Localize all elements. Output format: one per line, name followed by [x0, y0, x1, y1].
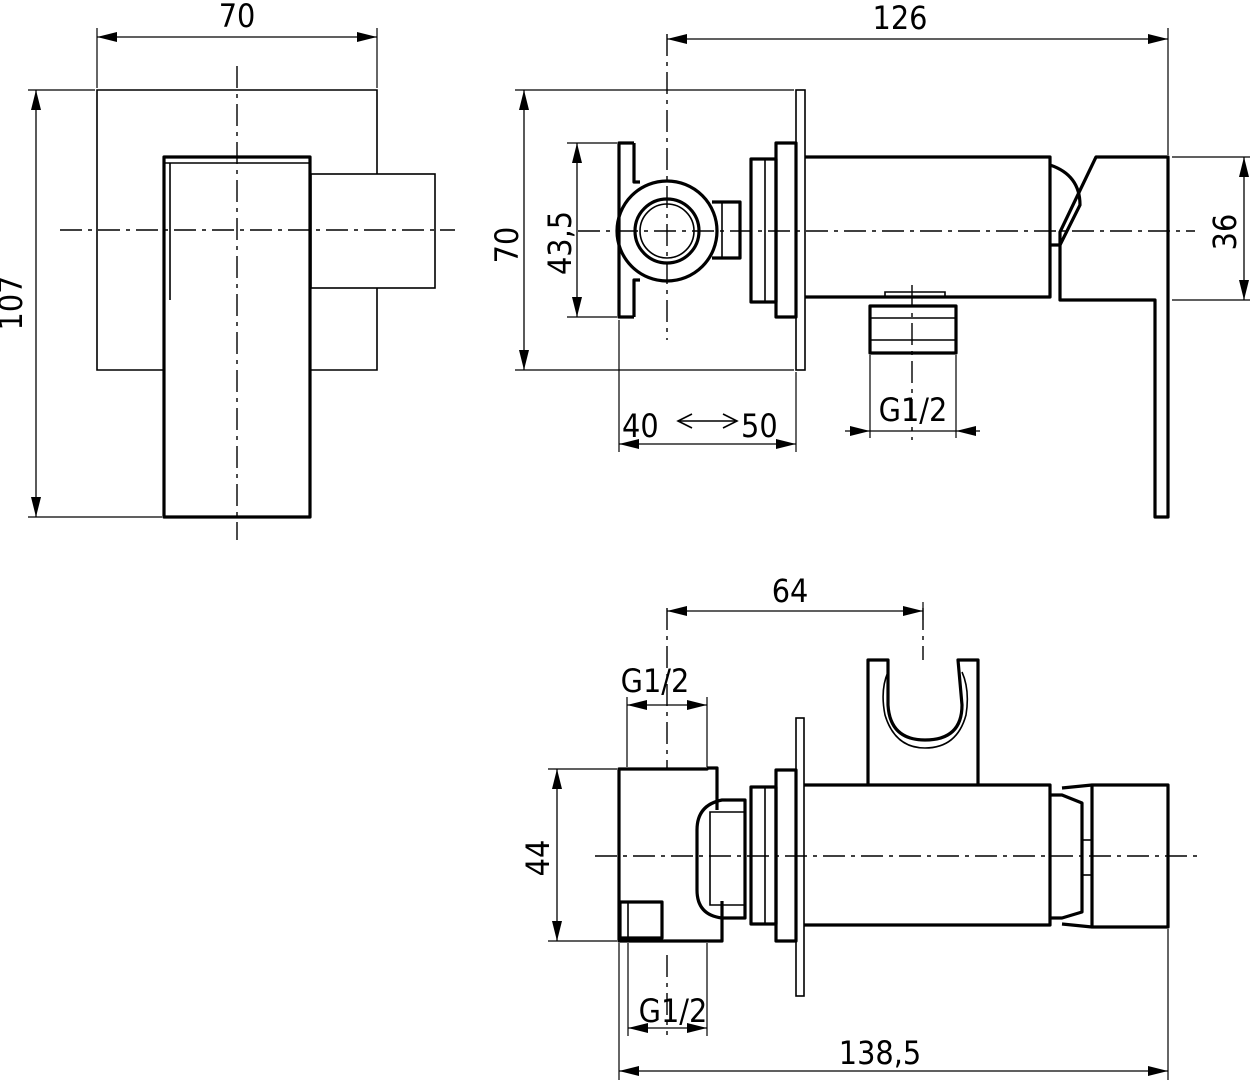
- side-view-centerlines: [578, 34, 1195, 440]
- front-height-label: 107: [0, 276, 30, 331]
- side-depth-dimension: 40 50: [618, 320, 797, 452]
- side-depth-min-label: 40: [622, 407, 659, 445]
- side-view-outline: [615, 89, 1170, 519]
- side-view: 126 70 43,5 36: [488, 0, 1250, 519]
- top-bottom-thread-dimension: G1/2: [627, 943, 708, 1036]
- top-inlet-thread-dimension: G1/2: [621, 662, 708, 767]
- top-total-length-label: 138,5: [839, 1034, 921, 1072]
- front-view: 70 107: [0, 0, 455, 540]
- front-height-dimension: 107: [0, 89, 162, 518]
- top-height-label: 44: [519, 840, 557, 877]
- side-body-dimension: 43,5: [541, 142, 617, 318]
- top-total-length-dimension: 138,5: [618, 929, 1169, 1080]
- top-height-dimension: 44: [519, 768, 617, 942]
- side-depth-max-label: 50: [741, 407, 778, 445]
- top-holder-offset-dimension: 64: [667, 572, 924, 620]
- side-length-label: 126: [873, 0, 928, 37]
- side-body-label: 43,5: [541, 211, 579, 275]
- side-plate-dimension: 70: [488, 89, 794, 371]
- top-bottom-thread-label: G1/2: [639, 992, 708, 1030]
- top-view-outline: [617, 658, 1170, 997]
- front-width-label: 70: [219, 0, 256, 35]
- side-length-dimension: 126: [667, 0, 1169, 155]
- top-inlet-thread-label: G1/2: [621, 662, 690, 700]
- front-view-centerlines: [60, 66, 455, 540]
- side-handle-label: 36: [1206, 214, 1244, 251]
- front-width-dimension: 70: [96, 0, 378, 88]
- side-outlet-thread-dimension: G1/2: [845, 355, 980, 438]
- top-view: 64 G1/2 44 G1/2: [519, 572, 1198, 1080]
- side-handle-dimension: 36: [1172, 156, 1250, 301]
- top-holder-offset-label: 64: [772, 572, 809, 610]
- side-outlet-thread-label: G1/2: [879, 391, 948, 429]
- side-plate-label: 70: [488, 227, 526, 264]
- front-view-outline: [96, 89, 436, 519]
